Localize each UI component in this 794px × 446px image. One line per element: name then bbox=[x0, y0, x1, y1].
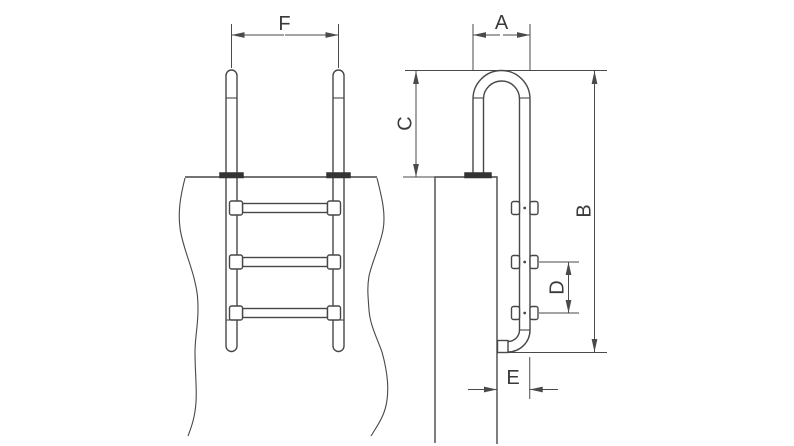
rung-end-cap bbox=[326, 305, 342, 321]
pool-wall bbox=[434, 176, 498, 444]
dim-label-e: E bbox=[506, 367, 519, 389]
dim-label-d: D bbox=[547, 280, 569, 294]
rail-flange bbox=[326, 172, 351, 179]
rung-bracket-row bbox=[510, 200, 539, 216]
rung-end-cap bbox=[326, 254, 342, 270]
dim-label-c: C bbox=[395, 116, 417, 130]
rung-bracket bbox=[529, 305, 539, 321]
ladder-rung bbox=[228, 254, 342, 270]
rung-tube bbox=[241, 256, 329, 268]
rung-tube bbox=[241, 202, 329, 214]
wall-anchor-cap bbox=[496, 339, 509, 354]
dim-label-b: B bbox=[574, 204, 596, 217]
rung-tube bbox=[241, 307, 329, 319]
elbow-inner bbox=[507, 329, 521, 343]
rail-flange bbox=[219, 172, 244, 179]
rung-bracket-row bbox=[510, 305, 539, 321]
rail-flange bbox=[464, 172, 492, 179]
rung-end-cap bbox=[326, 200, 342, 216]
water-break-line-right bbox=[367, 177, 389, 437]
dim-label-a: A bbox=[495, 12, 509, 34]
dimension-c: C bbox=[395, 71, 435, 178]
side-view: A C B D bbox=[395, 12, 607, 444]
rung-end-cap bbox=[228, 200, 244, 216]
rung-bracket bbox=[510, 305, 521, 321]
rung-axis-dot bbox=[523, 311, 527, 315]
rung-bracket bbox=[510, 254, 521, 270]
front-view: F bbox=[178, 13, 389, 437]
rung-bracket bbox=[529, 200, 539, 216]
handrail-bend-outer bbox=[472, 69, 531, 330]
rung-axis-dot bbox=[523, 260, 527, 264]
rung-bracket bbox=[529, 254, 539, 270]
dimension-b: B bbox=[498, 71, 607, 353]
rung-bracket bbox=[510, 200, 521, 216]
dimension-e: E bbox=[468, 357, 558, 399]
handrail-bend-inner bbox=[482, 80, 521, 330]
water-break-line-left bbox=[178, 177, 199, 437]
dimension-f: F bbox=[231, 13, 339, 68]
ladder-rung bbox=[228, 305, 342, 321]
rung-axis-dot bbox=[523, 206, 527, 210]
ladder-rung bbox=[228, 200, 342, 216]
rung-bracket-row bbox=[510, 254, 539, 270]
dim-label-f: F bbox=[278, 13, 290, 35]
rung-end-cap bbox=[228, 305, 244, 321]
elbow-outer bbox=[507, 329, 531, 353]
dimension-d: D bbox=[539, 261, 579, 314]
dimension-a: A bbox=[472, 12, 531, 70]
rung-end-cap bbox=[228, 254, 244, 270]
